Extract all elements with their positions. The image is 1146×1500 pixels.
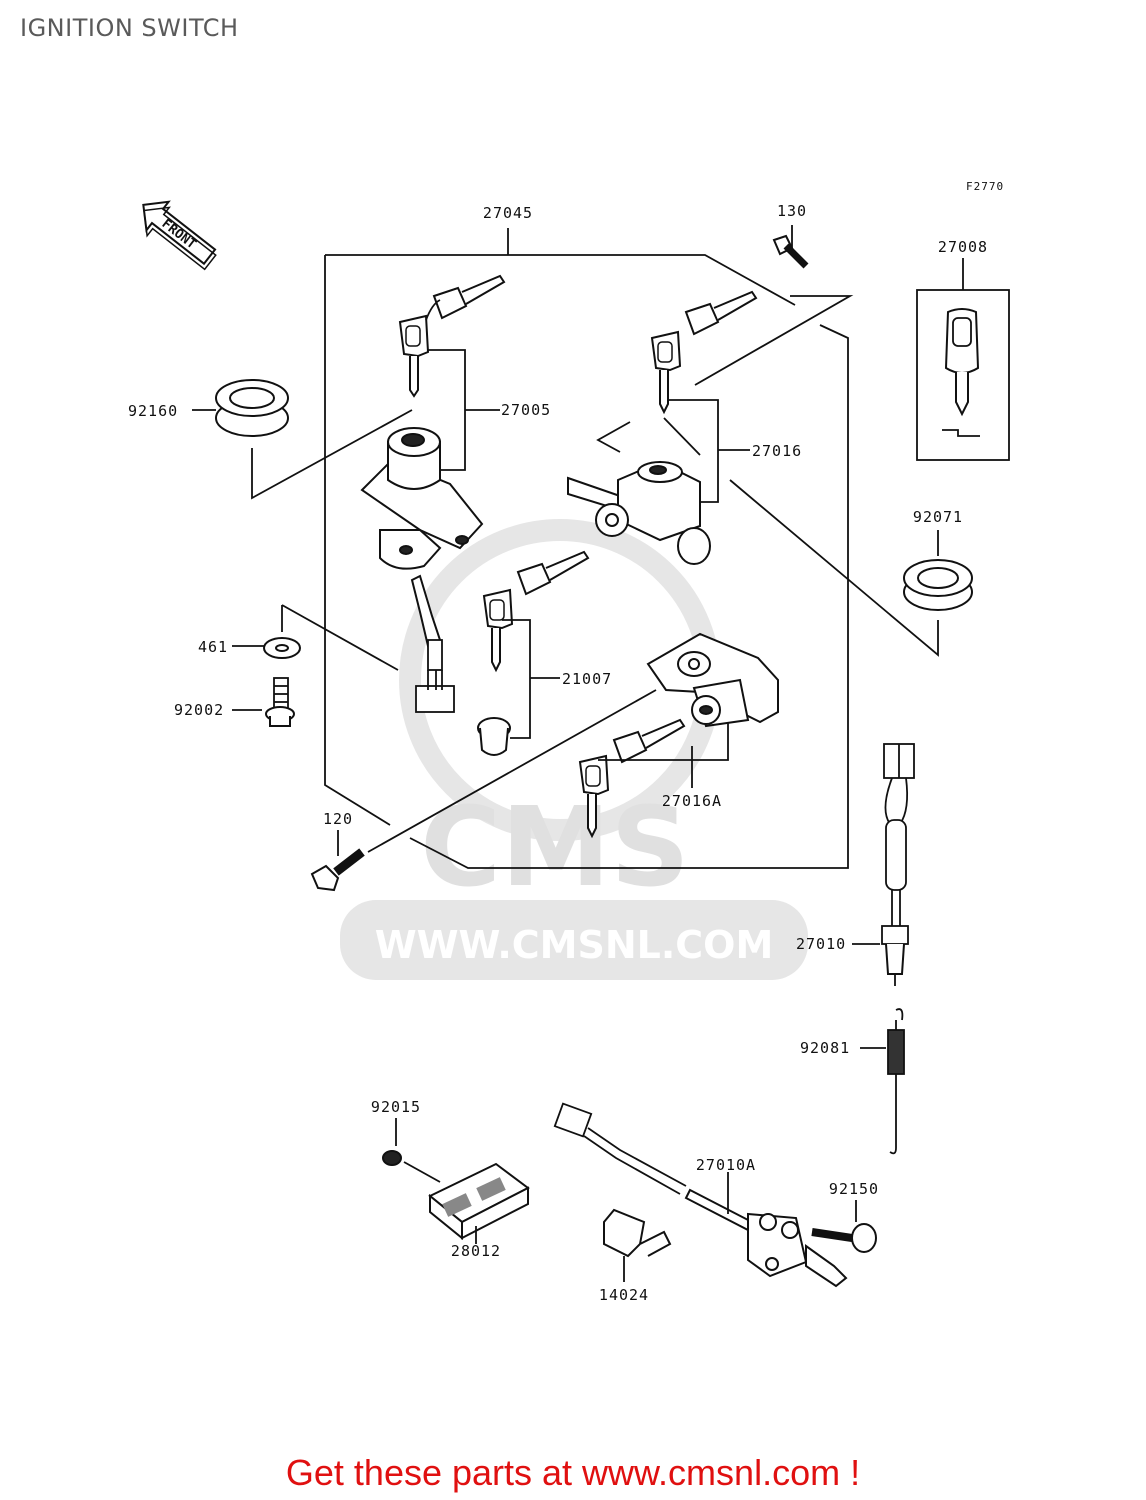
- washer-461: [232, 604, 399, 671]
- part-label-130[interactable]: 130: [777, 202, 807, 220]
- grommet-92160: [192, 379, 413, 500]
- bolt-130: [772, 225, 809, 269]
- bolt-120: [310, 830, 365, 892]
- part-label-120[interactable]: 120: [323, 810, 353, 828]
- switch-27010: [852, 743, 915, 986]
- seat-lock-27016: [567, 460, 711, 565]
- cmsnl-watermark: CMS WWW.CMSNL.COM: [340, 519, 808, 980]
- bracket-14024: [603, 1208, 672, 1282]
- part-label-92160[interactable]: 92160: [128, 402, 178, 420]
- watermark-brand: CMS: [420, 783, 689, 911]
- part-label-14024[interactable]: 14024: [599, 1286, 649, 1304]
- part-label-27010[interactable]: 27010: [796, 935, 846, 953]
- part-label-21007[interactable]: 21007: [562, 670, 612, 688]
- reflector-28012: [428, 1162, 530, 1244]
- lock-cylinder-21007: [477, 717, 511, 756]
- part-label-27045[interactable]: 27045: [483, 204, 533, 222]
- part-label-27010A[interactable]: 27010A: [696, 1156, 756, 1174]
- watermark-site: WWW.CMSNL.COM: [375, 923, 774, 967]
- key-blank-27008: [916, 258, 1010, 461]
- parts-diagram: CMS WWW.CMSNL.COM F2770 FRONT: [128, 180, 1010, 1304]
- ignition-switch-27005: [360, 427, 484, 713]
- key-set-27016: [650, 290, 758, 415]
- part-label-92081[interactable]: 92081: [800, 1039, 850, 1057]
- part-label-92150[interactable]: 92150: [829, 1180, 879, 1198]
- switch-27010A: [553, 1102, 848, 1288]
- grommet-92071: [903, 530, 973, 611]
- key-set-21007: [482, 550, 590, 673]
- helmet-lock-27016A: [646, 632, 779, 728]
- part-label-28012[interactable]: 28012: [451, 1242, 501, 1260]
- figure-code: F2770: [966, 180, 1004, 193]
- key-set-27016A: [578, 718, 686, 839]
- key-set-27005: [398, 274, 506, 398]
- part-label-461[interactable]: 461: [198, 638, 228, 656]
- front-arrow-icon: FRONT: [142, 200, 217, 271]
- kit-outline: [324, 228, 854, 869]
- part-label-92071[interactable]: 92071: [913, 508, 963, 526]
- nut-92015: [382, 1118, 441, 1183]
- part-label-27016[interactable]: 27016: [752, 442, 802, 460]
- part-label-92015[interactable]: 92015: [371, 1098, 421, 1116]
- footer-cta-link[interactable]: Get these parts at www.cmsnl.com !: [285, 1452, 861, 1493]
- page-title: IGNITION SWITCH: [20, 14, 239, 42]
- screw-92002: [232, 677, 295, 727]
- part-label-27005[interactable]: 27005: [501, 401, 551, 419]
- spring-92081: [860, 1008, 905, 1155]
- screw-92150: [811, 1200, 877, 1253]
- part-label-92002[interactable]: 92002: [174, 701, 224, 719]
- part-label-27008[interactable]: 27008: [938, 238, 988, 256]
- part-label-27016A[interactable]: 27016A: [662, 792, 722, 810]
